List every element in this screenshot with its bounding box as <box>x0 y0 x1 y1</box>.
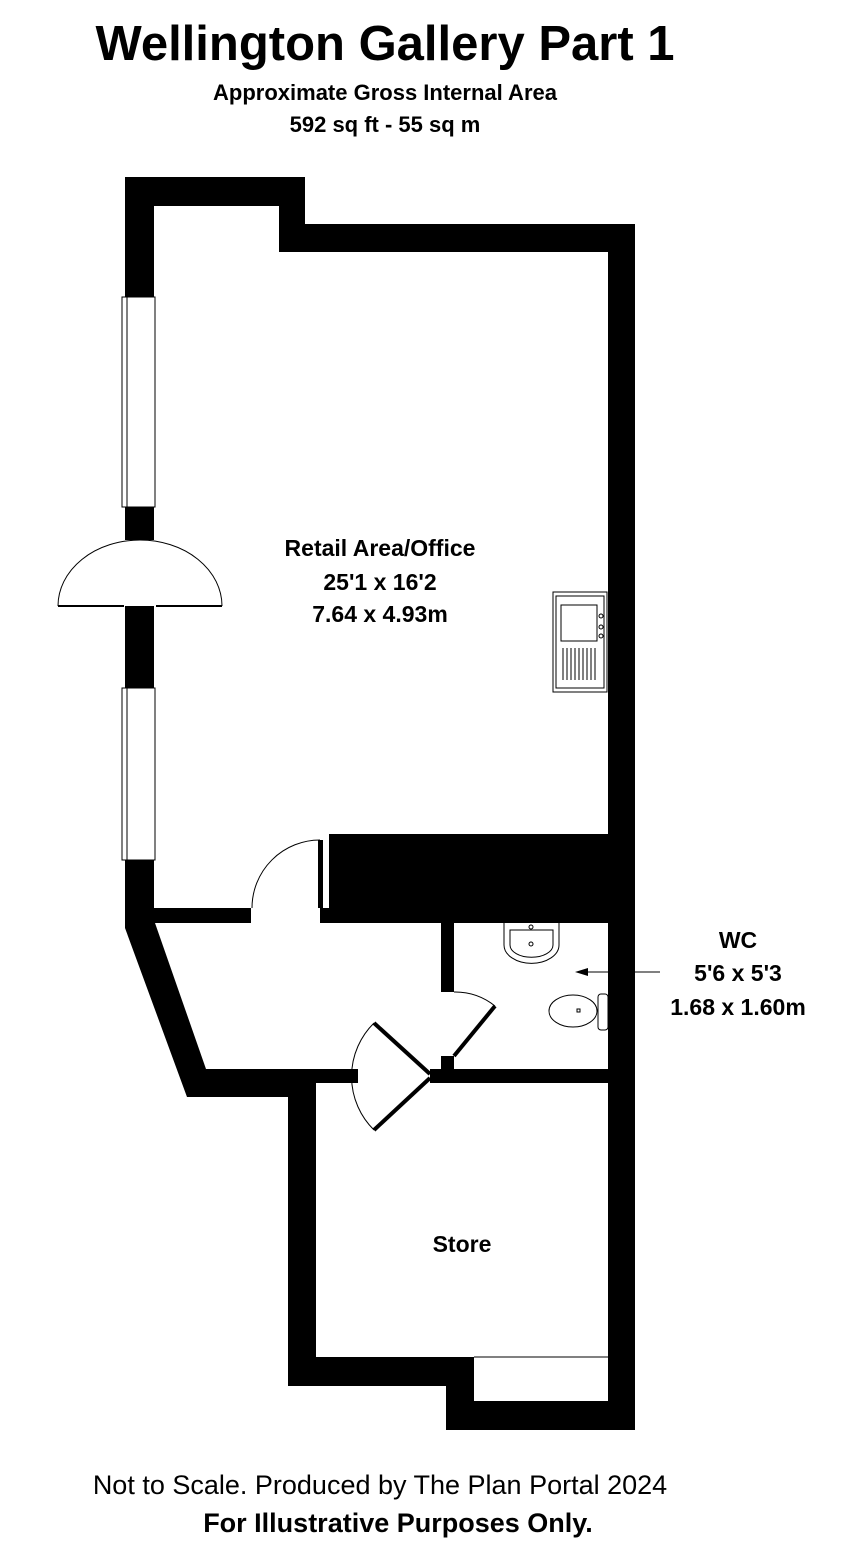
store-doorway <box>358 1067 430 1085</box>
store-room-floor <box>316 1083 608 1357</box>
plan-title: Wellington Gallery Part 1 <box>95 17 675 71</box>
retail-room-imperial: 25'1 x 16'2 <box>323 569 436 595</box>
retail-room-metric: 7.64 x 4.93m <box>312 601 448 627</box>
store-room-name: Store <box>433 1231 492 1257</box>
retail-hall-door <box>251 839 323 909</box>
retail-room-floor <box>154 206 608 908</box>
wc-doorway <box>439 992 456 1056</box>
wc-room-imperial: 5'6 x 5'3 <box>694 960 782 986</box>
window-upper <box>121 296 156 508</box>
retail-doorway <box>251 906 320 925</box>
store-recess <box>474 1356 608 1401</box>
area-value: 592 sq ft - 55 sq m <box>289 112 481 137</box>
area-subtitle: Approximate Gross Internal Area <box>213 80 557 105</box>
wc-room-name: WC <box>719 927 757 953</box>
wash-basin-icon <box>503 923 560 964</box>
toilet-icon <box>548 993 609 1031</box>
wc-room-metric: 1.68 x 1.60m <box>670 994 806 1020</box>
entrance-door <box>57 539 223 607</box>
disclaimer-scale: Not to Scale. Produced by The Plan Porta… <box>92 1470 668 1500</box>
hallway-floor <box>155 923 441 1069</box>
store-door <box>351 1021 432 1132</box>
wc-pointer-arrow <box>575 968 660 976</box>
disclaimer-illustrative: For Illustrative Purposes Only. <box>203 1508 593 1538</box>
kitchen-sink-icon <box>552 591 608 693</box>
retail-room-name: Retail Area/Office <box>285 535 476 561</box>
wc-door <box>452 991 497 1058</box>
window-lower <box>121 687 156 861</box>
